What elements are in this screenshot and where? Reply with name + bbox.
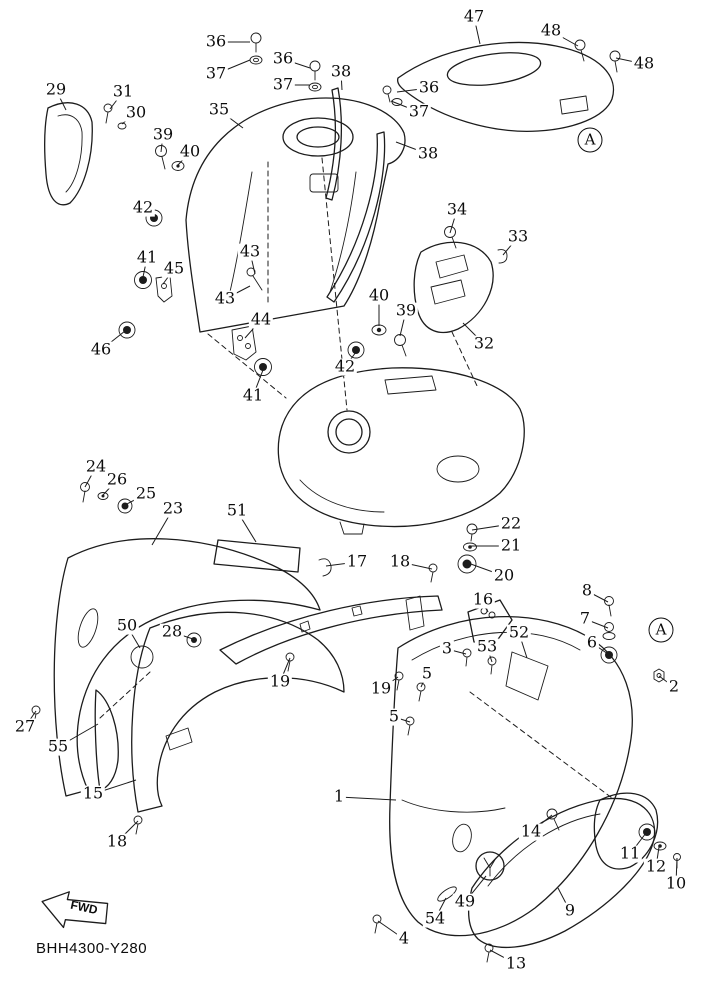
tank-cover-group [44,41,614,535]
fwd-label: FWD [69,898,99,917]
drawing-code: BHH4300-Y280 [36,940,147,957]
fwd-arrow: FWD [41,891,109,929]
